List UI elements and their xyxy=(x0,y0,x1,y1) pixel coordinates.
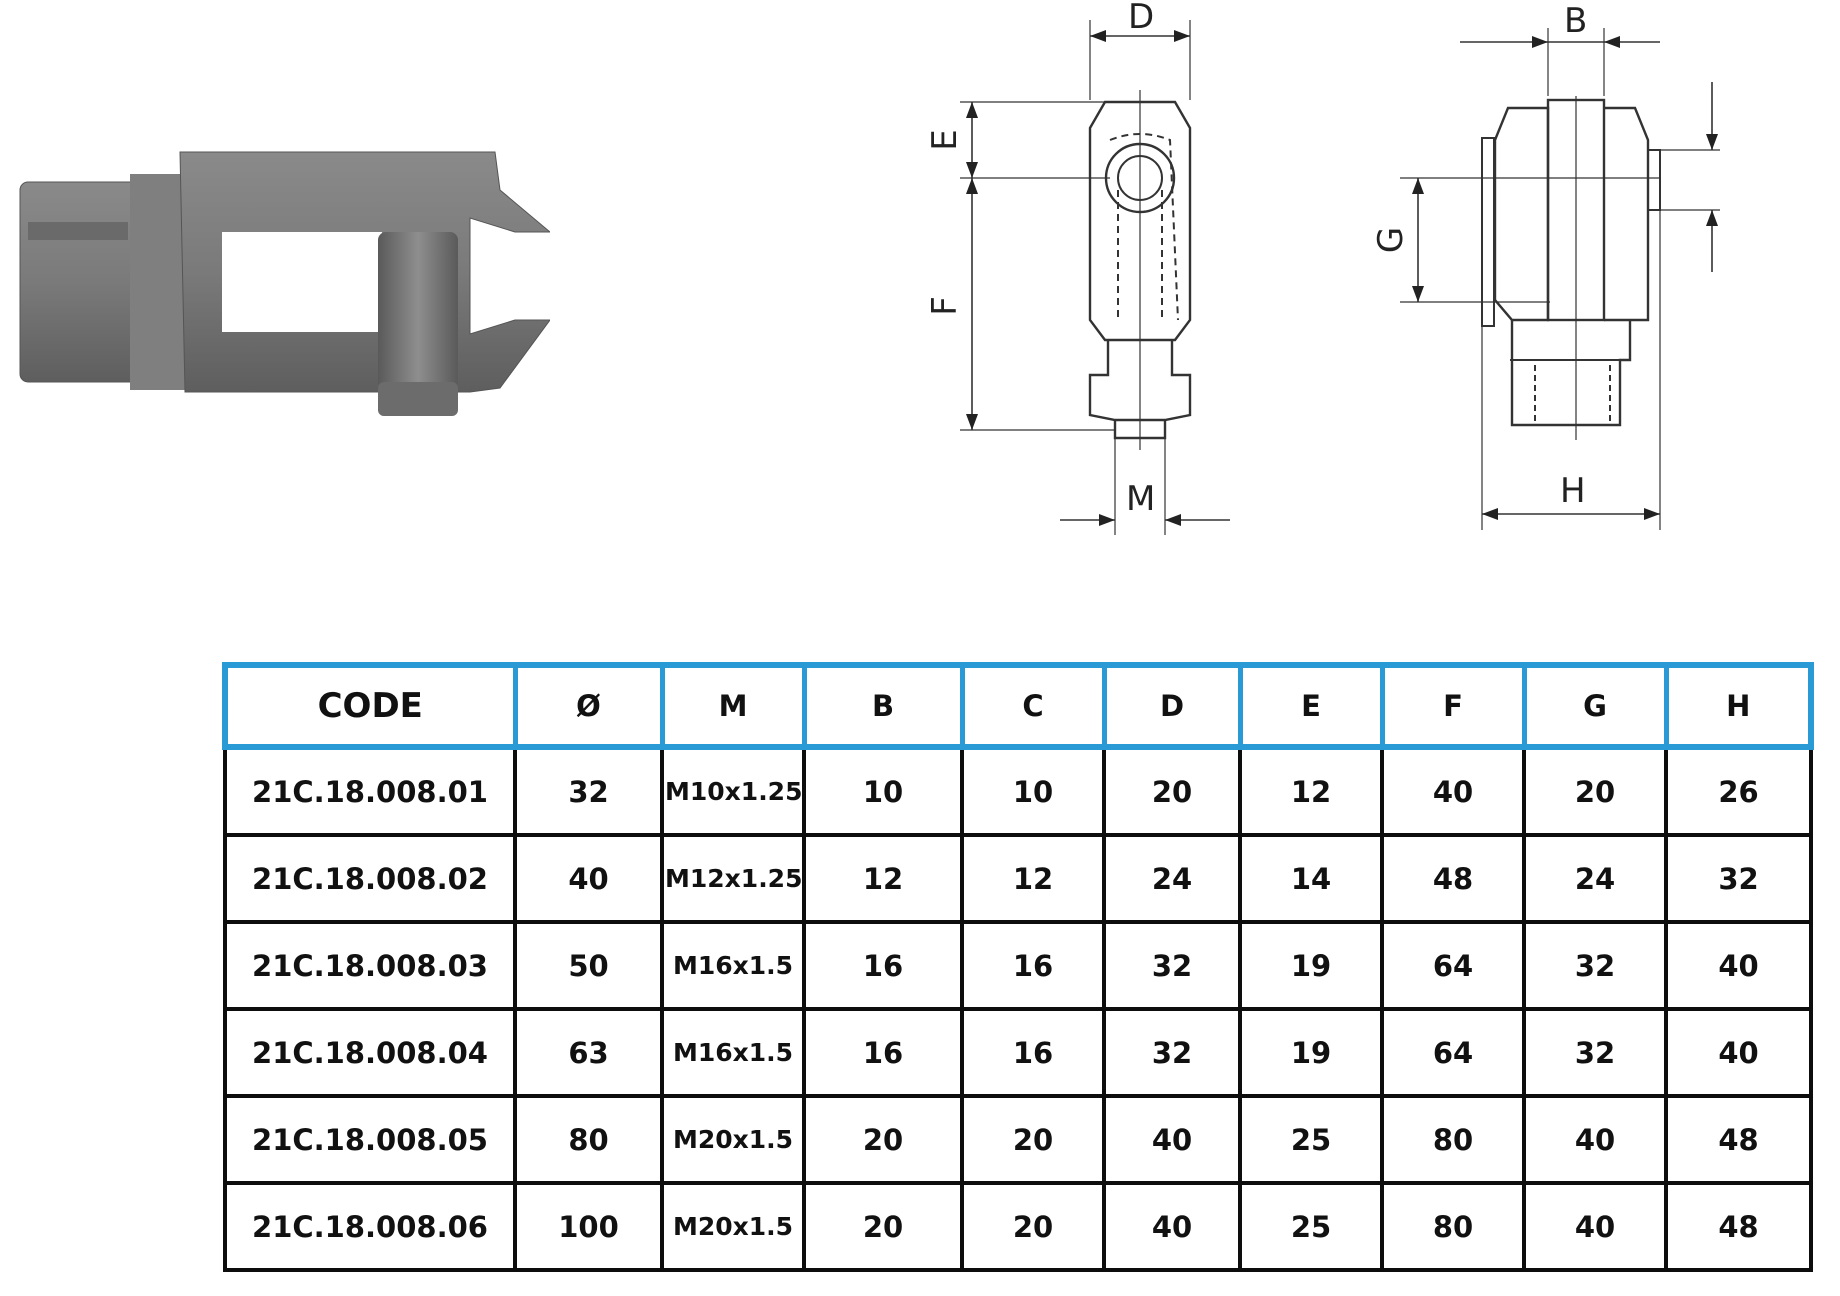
cell-diameter: 40 xyxy=(513,833,664,924)
cell-code: 21C.18.008.02 xyxy=(223,833,517,924)
cell-diameter: 63 xyxy=(513,1007,664,1098)
dimension-table: CODE Ø M B C D E F G H 21C.18.008.01 32 … xyxy=(222,662,1814,1272)
cell-diameter: 32 xyxy=(513,745,664,837)
cell-e: 19 xyxy=(1238,1007,1384,1098)
table-row: 21C.18.008.04 63 M16x1.5 16 16 32 19 64 … xyxy=(223,1007,1813,1098)
dim-label-g: G xyxy=(1371,227,1411,253)
cell-m: M12x1.25 xyxy=(660,833,806,924)
dim-label-h: H xyxy=(1560,471,1586,511)
cell-h: 48 xyxy=(1664,1181,1813,1272)
dim-label-d: D xyxy=(1128,0,1154,37)
cell-g: 20 xyxy=(1522,745,1668,837)
cell-f: 64 xyxy=(1380,920,1526,1011)
cell-diameter: 80 xyxy=(513,1094,664,1185)
cell-d: 32 xyxy=(1102,1007,1242,1098)
cell-m: M20x1.5 xyxy=(660,1181,806,1272)
cell-d: 40 xyxy=(1102,1094,1242,1185)
header-h: H xyxy=(1664,662,1814,750)
header-c: C xyxy=(960,662,1107,750)
cell-m: M20x1.5 xyxy=(660,1094,806,1185)
header-b: B xyxy=(802,662,965,750)
cell-code: 21C.18.008.04 xyxy=(223,1007,517,1098)
cell-b: 10 xyxy=(802,745,964,837)
cell-g: 40 xyxy=(1522,1094,1668,1185)
cell-d: 40 xyxy=(1102,1181,1242,1272)
cell-g: 40 xyxy=(1522,1181,1668,1272)
header-diameter: Ø xyxy=(513,662,665,750)
cell-g: 32 xyxy=(1522,1007,1668,1098)
table-row: 21C.18.008.02 40 M12x1.25 12 12 24 14 48… xyxy=(223,833,1813,924)
cell-h: 40 xyxy=(1664,920,1813,1011)
cell-g: 32 xyxy=(1522,920,1668,1011)
cell-h: 40 xyxy=(1664,1007,1813,1098)
cell-e: 25 xyxy=(1238,1094,1384,1185)
header-m: M xyxy=(660,662,807,750)
table-header-row: CODE Ø M B C D E F G H xyxy=(222,662,1814,750)
header-d: D xyxy=(1102,662,1243,750)
cell-code: 21C.18.008.03 xyxy=(223,920,517,1011)
cell-m: M16x1.5 xyxy=(660,1007,806,1098)
cell-diameter: 100 xyxy=(513,1181,664,1272)
clevis-photo xyxy=(19,151,550,416)
cell-c: 10 xyxy=(960,745,1106,837)
cell-d: 24 xyxy=(1102,833,1242,924)
cell-b: 20 xyxy=(802,1094,964,1185)
cell-d: 20 xyxy=(1102,745,1242,837)
cell-c: 20 xyxy=(960,1181,1106,1272)
cell-c: 16 xyxy=(960,1007,1106,1098)
header-f: F xyxy=(1380,662,1527,750)
cell-e: 14 xyxy=(1238,833,1384,924)
cell-f: 40 xyxy=(1380,745,1526,837)
header-e: E xyxy=(1238,662,1385,750)
cell-f: 80 xyxy=(1380,1094,1526,1185)
header-code: CODE xyxy=(222,662,518,750)
cell-f: 48 xyxy=(1380,833,1526,924)
cell-code: 21C.18.008.01 xyxy=(223,745,517,837)
cell-h: 32 xyxy=(1664,833,1813,924)
cell-c: 16 xyxy=(960,920,1106,1011)
cell-b: 16 xyxy=(802,1007,964,1098)
cell-f: 64 xyxy=(1380,1007,1526,1098)
header-g: G xyxy=(1522,662,1669,750)
cell-b: 16 xyxy=(802,920,964,1011)
dim-label-e: E xyxy=(925,129,965,150)
dim-label-m: M xyxy=(1126,479,1155,519)
dim-label-c: C xyxy=(1715,168,1720,192)
cell-g: 24 xyxy=(1522,833,1668,924)
cell-e: 25 xyxy=(1238,1181,1384,1272)
cell-code: 21C.18.008.06 xyxy=(223,1181,517,1272)
cell-m: M16x1.5 xyxy=(660,920,806,1011)
table-row: 21C.18.008.06 100 M20x1.5 20 20 40 25 80… xyxy=(223,1181,1813,1272)
cell-m: M10x1.25 xyxy=(660,745,806,837)
cell-diameter: 50 xyxy=(513,920,664,1011)
table-row: 21C.18.008.03 50 M16x1.5 16 16 32 19 64 … xyxy=(223,920,1813,1011)
dim-label-b: B xyxy=(1564,1,1587,41)
cell-e: 19 xyxy=(1238,920,1384,1011)
cell-h: 48 xyxy=(1664,1094,1813,1185)
table-row: 21C.18.008.01 32 M10x1.25 10 10 20 12 40… xyxy=(223,745,1813,837)
cell-d: 32 xyxy=(1102,920,1242,1011)
cell-code: 21C.18.008.05 xyxy=(223,1094,517,1185)
cell-c: 20 xyxy=(960,1094,1106,1185)
cell-e: 12 xyxy=(1238,745,1384,837)
cell-b: 20 xyxy=(802,1181,964,1272)
table-row: 21C.18.008.05 80 M20x1.5 20 20 40 25 80 … xyxy=(223,1094,1813,1185)
technical-drawing: D E F M B C G H xyxy=(925,0,1720,535)
dim-label-f: F xyxy=(925,296,965,316)
cell-h: 26 xyxy=(1664,745,1813,837)
cell-b: 12 xyxy=(802,833,964,924)
cell-c: 12 xyxy=(960,833,1106,924)
cell-f: 80 xyxy=(1380,1181,1526,1272)
